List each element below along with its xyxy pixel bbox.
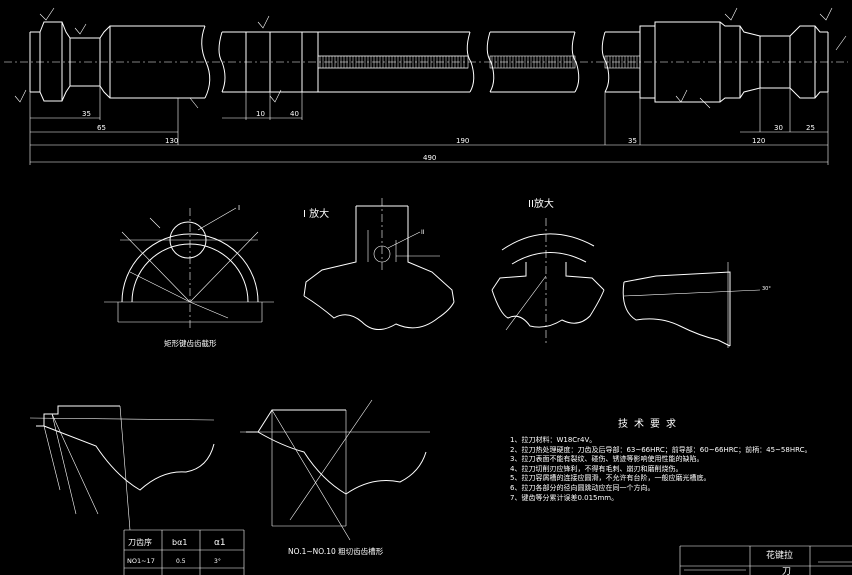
dim-65: 65 (97, 124, 106, 132)
dim-10: 10 (256, 110, 265, 118)
tooth-profile-bottom-left (29, 405, 215, 531)
dim-190: 190 (456, 137, 469, 145)
rough-caption: NO.1~NO.10 粗切齿齿槽形 (288, 547, 384, 556)
param-table: 刀齿序 bα1 α1 NO1~17 0.5 3° (123, 529, 245, 575)
view-II-label: II放大 (528, 197, 554, 210)
roughness-marks (14, 7, 847, 109)
tech-item: 4、拉刀切削刃应锋利，不得有毛刺、崩刃和磨削烧伤。 (510, 464, 683, 473)
dim-40: 40 (290, 110, 299, 118)
table-r1c2: 0.5 (176, 558, 186, 565)
dim-120: 120 (752, 137, 765, 145)
tech-item: 6、拉刀各部分的径向圆跳动应在同一个方向。 (510, 483, 655, 492)
dimension-lines (29, 86, 829, 165)
title-name2: 刀 (782, 567, 791, 575)
table-r1c1: NO1~17 (127, 557, 155, 565)
marker-II: II (421, 229, 425, 236)
tech-item: 2、拉刀热处理硬度：刀齿及后导部：63~66HRC；前导部：60~66HRC；前… (510, 445, 812, 454)
dim-30: 30 (774, 124, 783, 132)
table-h2: bα1 (172, 538, 187, 547)
view-I-label: I 放大 (303, 207, 329, 220)
dim-490: 490 (423, 154, 436, 162)
tech-item: 7、键齿等分累计误差0.015mm。 (510, 493, 619, 502)
table-r1c3: 3° (214, 558, 221, 565)
broach-body (4, 21, 848, 103)
view-II: II放大 (491, 197, 605, 346)
tech-item: 5、拉刀容屑槽的连接应圆滑，不允许有台阶，一般应磨光槽底。 (510, 474, 711, 483)
dimension-texts: 35 65 130 10 40 190 35 120 30 25 490 (82, 110, 815, 162)
tech-item: 3、拉刀表面不能有裂纹、碰伤、锈迹等影响使用性能的缺陷。 (510, 455, 704, 464)
dim-130: 130 (165, 137, 178, 145)
spline-section: I (104, 204, 274, 330)
table-h1: 刀齿序 (128, 537, 152, 547)
title-name: 花键拉 (766, 549, 793, 561)
dim-25: 25 (806, 124, 815, 132)
tooth-profile-right: 30° (622, 262, 771, 348)
table-h3: α1 (214, 538, 226, 548)
tooth-profile-bottom-mid (240, 399, 430, 541)
tech-title: 技术要求 (618, 419, 682, 430)
tech-item: 1、拉刀材料：W18Cr4V。 (510, 436, 597, 444)
marker-I: I (238, 204, 240, 212)
tech-requirements: 1、拉刀材料：W18Cr4V。 2、拉刀热处理硬度：刀齿及后导部：63~66HR… (510, 436, 850, 503)
dim-35: 35 (82, 110, 91, 118)
dim-35b: 35 (628, 137, 637, 145)
angle-30: 30° (762, 286, 771, 292)
rect-caption: 矩形键齿齿截形 (164, 339, 217, 348)
title-block: 花键拉 刀 (679, 545, 852, 575)
view-I: I 放大 II (303, 198, 455, 330)
